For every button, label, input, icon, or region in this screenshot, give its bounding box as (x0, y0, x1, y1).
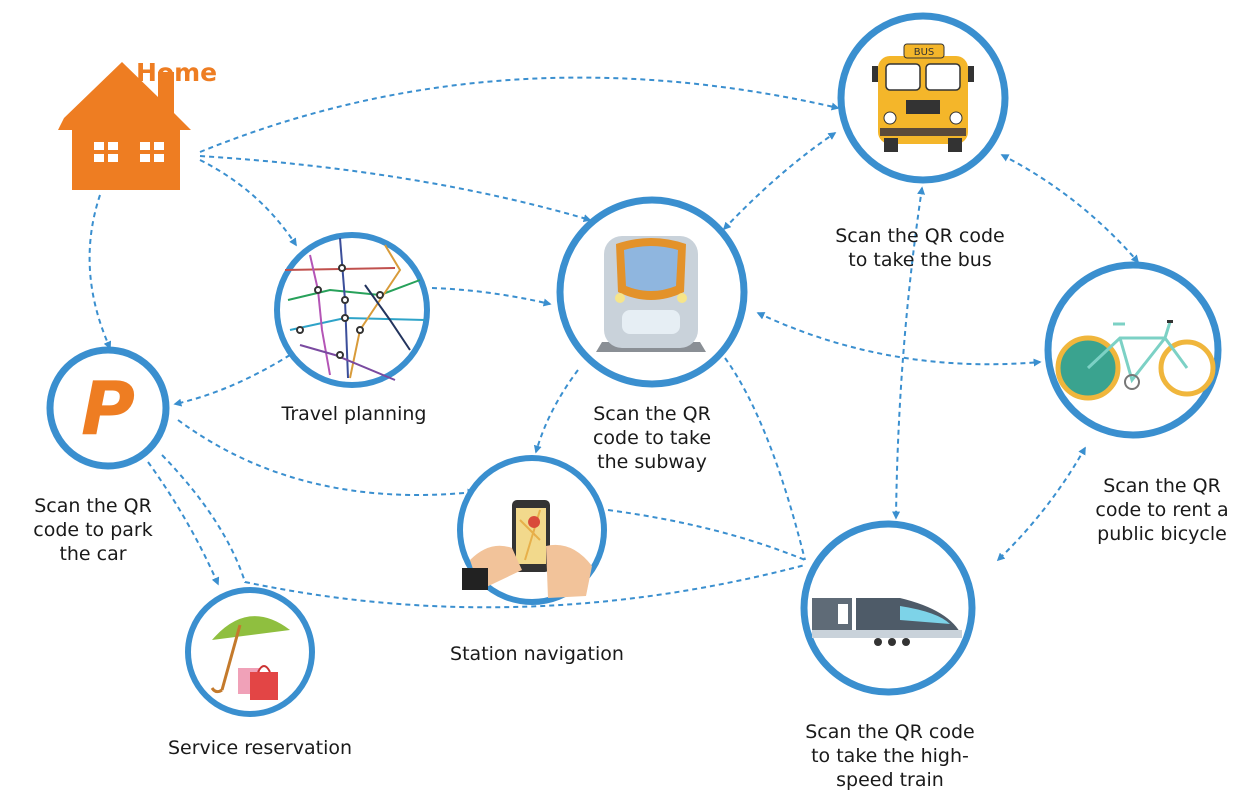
travel-planning-label: Travel planning (281, 403, 427, 425)
subway-label: Scan the QR code to take the subway (582, 402, 722, 474)
bicycle-label-line-3: public bicycle (1097, 523, 1227, 545)
bicycle-label: Scan the QR code to rent a public bicycl… (1082, 474, 1242, 546)
connectors (88, 76, 1140, 609)
parking-node: P (46, 346, 170, 470)
subway-node (556, 196, 748, 388)
subway-label-line-3: the subway (597, 451, 707, 473)
service-reservation-node (185, 587, 315, 717)
parking-label-line-3: the car (59, 543, 127, 565)
high-speed-train-label-line-1: Scan the QR code (805, 721, 975, 743)
arrow-travel-subway (431, 287, 552, 307)
house-icon (58, 62, 191, 190)
subway-label-line-2: code to take (592, 427, 712, 449)
bus-node: BUS (837, 12, 1009, 184)
bicycle-label-line-1: Scan the QR (1103, 475, 1221, 497)
bicycle-node (1044, 261, 1222, 439)
path-subway-hsr (724, 357, 806, 561)
arrow-home-subway (199, 155, 592, 223)
path-parking-hsr (161, 454, 806, 609)
service-reservation-label: Service reservation (167, 737, 353, 759)
home-node (58, 62, 191, 190)
path-navigation-hsr (607, 509, 806, 561)
metro-map-icon (284, 237, 426, 381)
bus-label-line-2: to take the bus (848, 249, 992, 271)
arrow-home-travel (199, 159, 297, 247)
arrow-home-parking (88, 194, 112, 350)
phone-map-icon (462, 500, 592, 598)
bus-label-line-1: Scan the QR code (835, 225, 1005, 247)
subway-label-line-1: Scan the QR (593, 403, 711, 425)
arrow-subway-navigation (533, 369, 579, 454)
arrow-bus-bicycle (1000, 154, 1140, 264)
arrow-subway-bus (722, 132, 837, 231)
station-navigation-label: Station navigation (450, 643, 624, 665)
arrow-bicycle-hsr (996, 446, 1086, 562)
high-speed-train-label-line-2: to take the high- (811, 745, 969, 767)
home-title: Home (136, 58, 218, 87)
travel-planning-node (274, 232, 430, 388)
high-speed-train-label: Scan the QR code to take the high- speed… (800, 720, 980, 792)
high-speed-train-label-line-3: speed train (836, 769, 944, 791)
school-bus-icon: BUS (872, 43, 974, 152)
parking-label-line-1: Scan the QR (34, 495, 152, 517)
parking-label: Scan the QR code to park the car (18, 494, 168, 566)
station-navigation-node (457, 455, 607, 605)
parking-icon: P (81, 366, 135, 452)
parking-label-line-2: code to park (33, 519, 153, 541)
arrow-travel-parking (173, 354, 291, 407)
bicycle-icon (1055, 320, 1216, 401)
bus-sign: BUS (914, 47, 935, 58)
high-speed-train-icon (812, 598, 962, 646)
bicycle-label-line-2: code to rent a (1095, 499, 1229, 521)
arrow-parking-navigation (177, 419, 476, 497)
high-speed-train-node (800, 520, 976, 696)
arrow-subway-bicycle (756, 312, 1042, 367)
umbrella-shopping-icon (210, 616, 290, 700)
bus-label: Scan the QR code to take the bus (830, 224, 1010, 272)
arrow-home-bus (199, 76, 840, 153)
subway-train-icon (596, 236, 706, 352)
